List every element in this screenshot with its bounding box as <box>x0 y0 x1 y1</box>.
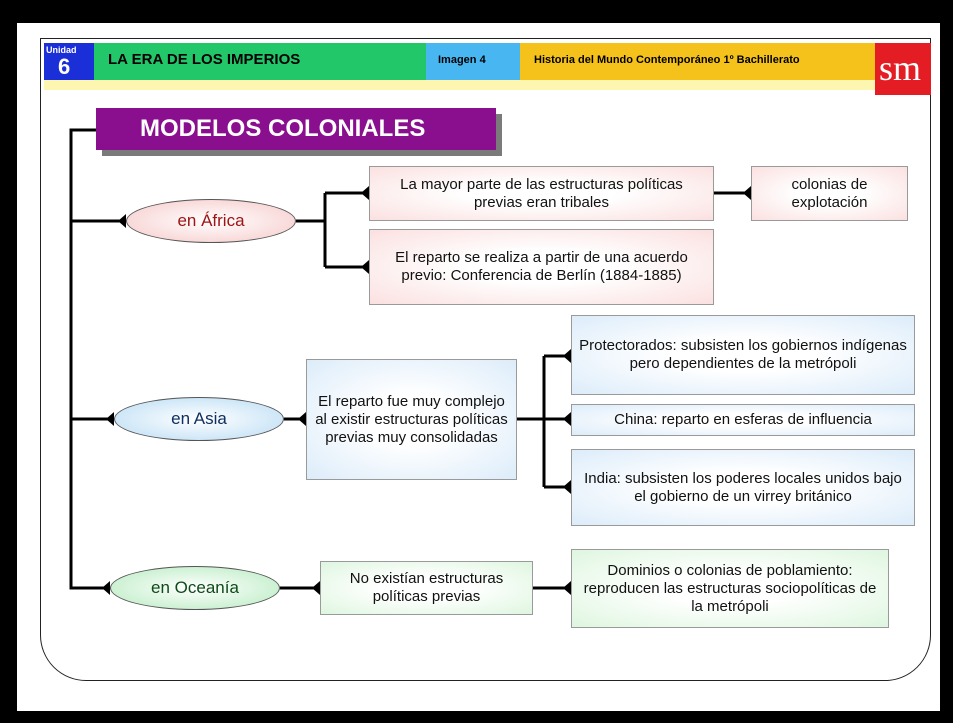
diagram-title: MODELOS COLONIALES <box>96 108 496 150</box>
black-frame-top <box>0 0 953 23</box>
course-bar: Historia del Mundo Contemporáneo 1º Bach… <box>520 43 875 80</box>
asia-box-china: China: reparto en esferas de influencia <box>571 404 915 436</box>
unit-label: Unidad <box>46 45 77 55</box>
asia-oval: en Asia <box>114 397 284 441</box>
oceania-main-box: No existían estructuras políticas previa… <box>320 561 533 615</box>
africa-result-box: colonias de explotación <box>751 166 908 221</box>
asia-branch-lines <box>517 354 571 489</box>
course-title: Historia del Mundo Contemporáneo 1º Bach… <box>534 54 800 66</box>
africa-oval: en África <box>126 199 296 243</box>
unit-badge: Unidad 6 <box>44 43 94 80</box>
black-frame-bottom <box>0 711 953 723</box>
black-frame-left <box>0 0 17 723</box>
unit-number: 6 <box>58 54 71 79</box>
trunk-line <box>69 128 110 590</box>
image-label: Imagen 4 <box>438 54 486 66</box>
unit-title-bar: LA ERA DE LOS IMPERIOS <box>94 43 426 80</box>
oceania-result-box: Dominios o colonias de poblamiento: repr… <box>571 549 889 628</box>
africa-box-berlin: El reparto se realiza a partir de una ac… <box>369 229 714 305</box>
oceania-oval: en Oceanía <box>110 566 280 610</box>
publisher-logo: sm <box>875 43 931 95</box>
image-label-bar: Imagen 4 <box>426 43 520 80</box>
black-frame-right <box>940 0 953 723</box>
asia-main-box: El reparto fue muy complejo al existir e… <box>306 359 517 480</box>
unit-title: LA ERA DE LOS IMPERIOS <box>108 51 301 68</box>
publisher-logo-text: sm <box>879 48 922 88</box>
africa-box-structures: La mayor parte de las estructuras políti… <box>369 166 714 221</box>
header-strip <box>44 80 875 90</box>
africa-branch-lines <box>296 191 369 269</box>
asia-box-india: India: subsisten los poderes locales uni… <box>571 449 915 526</box>
asia-box-protectorados: Protectorados: subsisten los gobiernos i… <box>571 315 915 395</box>
